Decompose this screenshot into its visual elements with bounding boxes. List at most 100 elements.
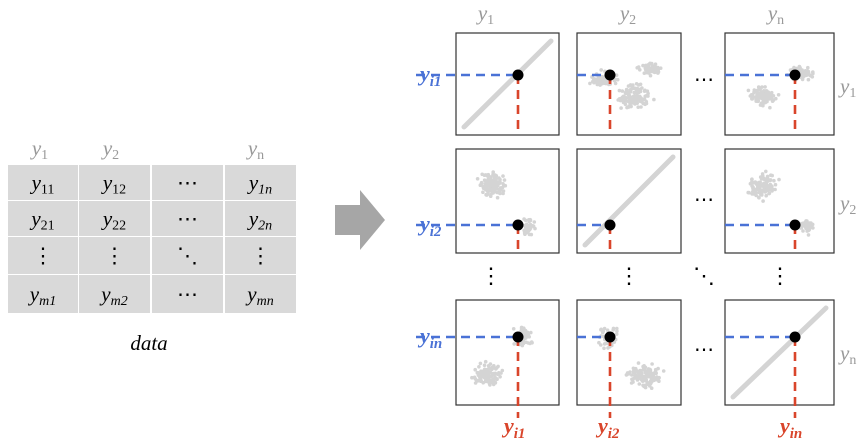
scatter-point <box>478 183 483 187</box>
scatter-point <box>642 384 646 389</box>
intersection-dot <box>789 69 801 81</box>
panel-frame <box>576 32 682 136</box>
table-cell-text: ym2 <box>99 282 127 309</box>
scatter-point <box>753 95 758 100</box>
scatter-point <box>496 190 501 195</box>
intersection-dot <box>789 331 801 343</box>
scatter-point <box>750 178 754 182</box>
ellipsis-diag: ⋱ <box>693 263 715 288</box>
table-cell <box>225 275 296 313</box>
ellipsis-h-row1: ⋯ <box>694 69 714 91</box>
scatter-point <box>634 89 638 94</box>
scatter-point <box>748 181 753 186</box>
table-cell-text: ⋯ <box>177 207 198 231</box>
scatter-point <box>797 64 802 69</box>
scatter-panel <box>724 299 835 406</box>
scatter-point <box>764 169 768 174</box>
scatter-point <box>752 187 757 191</box>
scatter-point <box>643 94 647 99</box>
scatter-point <box>655 377 659 382</box>
scatter-point <box>486 375 491 379</box>
table-cell <box>152 237 223 274</box>
scatter-point <box>525 228 530 233</box>
scatter-panel <box>576 148 682 254</box>
scatter-point <box>470 375 474 380</box>
table-cell-text: y12 <box>101 171 126 198</box>
scatter-point <box>485 192 490 196</box>
scatter-point <box>642 364 646 368</box>
scatter-point <box>635 66 639 70</box>
scatter-point <box>488 194 493 198</box>
ellipsis-v-coln: ⋮ <box>769 263 791 288</box>
scatter-point <box>481 190 485 194</box>
scatter-point <box>801 229 805 233</box>
scatter-point <box>628 88 632 92</box>
scatter-point <box>809 222 813 226</box>
scatter-point <box>637 382 642 386</box>
scatter-point <box>485 174 490 178</box>
scatter-point <box>636 105 640 109</box>
scatter-point <box>624 96 629 100</box>
scatter-point <box>533 226 537 231</box>
left-label-yi1: yi1 <box>417 61 441 90</box>
scatter-point <box>491 170 496 174</box>
matrix-col-header-y2: y2 <box>618 1 636 28</box>
scatter-point <box>761 103 765 108</box>
table-cell <box>152 165 223 200</box>
scatter-point <box>810 75 815 79</box>
scatter-point <box>529 232 534 237</box>
scatter-point <box>526 224 530 229</box>
scatter-point <box>773 182 778 187</box>
scatter-point <box>489 175 493 179</box>
scatter-point <box>649 386 654 391</box>
scatter-point <box>626 372 631 376</box>
table-cell-text: ⋱ <box>177 244 198 268</box>
scatter-point <box>768 105 772 110</box>
scatter-point <box>756 184 760 189</box>
scatter-point <box>759 192 763 197</box>
table-cell-text: y22 <box>101 207 126 234</box>
scatter-point <box>527 335 531 339</box>
scatter-point <box>482 178 487 182</box>
scatter-point <box>638 68 642 72</box>
panel-frame <box>724 148 835 254</box>
scatter-point <box>758 188 763 192</box>
scatter-point <box>497 176 501 180</box>
scatter-point <box>643 378 647 383</box>
scatter-point <box>592 80 596 85</box>
scatter-point <box>795 66 799 71</box>
scatter-point <box>756 195 761 200</box>
scatter-panel <box>455 32 560 136</box>
scatter-point <box>617 88 622 93</box>
scatter-point <box>642 71 647 75</box>
guide-lines <box>416 69 801 418</box>
scatter-point <box>500 368 505 373</box>
scatter-point <box>631 83 635 87</box>
scatter-point <box>498 180 502 184</box>
scatter-point <box>773 187 777 192</box>
scatter-point <box>763 99 767 103</box>
scatter-point <box>595 82 600 87</box>
scatter-point <box>648 61 652 66</box>
panel-frame <box>455 148 560 254</box>
scatter-point <box>746 88 751 93</box>
scatter-point <box>492 182 497 186</box>
scatter-point <box>653 62 658 66</box>
scatter-point <box>527 219 531 224</box>
scatter-point <box>621 98 626 102</box>
panel-frame <box>724 299 835 406</box>
panel-frame <box>455 299 560 406</box>
scatter-point <box>758 94 762 99</box>
scatter-point <box>637 376 642 381</box>
scatter-point <box>768 178 773 182</box>
scatter-point <box>523 232 527 236</box>
scatter-point <box>478 361 483 366</box>
scatter-point <box>631 380 635 384</box>
scatter-point <box>489 380 494 384</box>
scatter-point <box>762 185 766 190</box>
scatter-point <box>615 329 619 334</box>
scatter-point <box>482 363 487 368</box>
scatter-point <box>811 71 815 76</box>
scatter-point <box>767 184 772 189</box>
